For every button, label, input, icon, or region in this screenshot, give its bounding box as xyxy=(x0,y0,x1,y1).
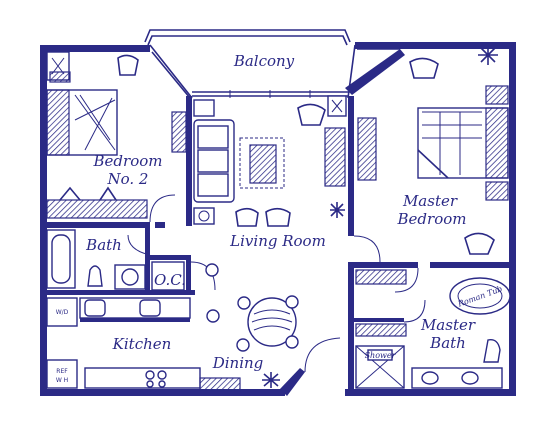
label-living-room: Living Room xyxy=(229,232,326,250)
bedroom-2-furniture xyxy=(46,51,176,223)
label-shower: Shower xyxy=(365,351,397,360)
label-kitchen: Kitchen xyxy=(112,335,172,353)
label-bedroom-2-line1: Bedroom xyxy=(93,152,163,170)
oc-closet xyxy=(151,261,216,291)
kitchen-fixtures xyxy=(46,297,201,389)
label-balcony: Balcony xyxy=(233,52,295,70)
label-master-bedroom-line2: Bedroom xyxy=(397,210,467,228)
label-master-bedroom-line1: Master xyxy=(402,192,458,210)
label-wd: W/D xyxy=(56,309,69,316)
label-ref: REF xyxy=(56,368,68,375)
label-wh: W H xyxy=(56,377,68,384)
bath-fixtures xyxy=(46,229,151,290)
master-bedroom-furniture xyxy=(357,43,509,293)
interior-walls xyxy=(40,96,516,392)
label-bath: Bath xyxy=(85,236,122,254)
living-room-furniture xyxy=(171,95,381,263)
label-master-bath-line2: Bath xyxy=(429,334,466,352)
balcony xyxy=(144,29,405,99)
label-master-bath-line1: Master xyxy=(420,316,476,334)
label-bedroom-2-line2: No. 2 xyxy=(107,170,149,188)
master-bath-fixtures xyxy=(355,269,511,389)
label-dining: Dining xyxy=(212,354,264,372)
exterior-walls xyxy=(40,42,516,396)
dining-furniture xyxy=(199,263,341,391)
label-oc: O.C. xyxy=(154,271,186,289)
